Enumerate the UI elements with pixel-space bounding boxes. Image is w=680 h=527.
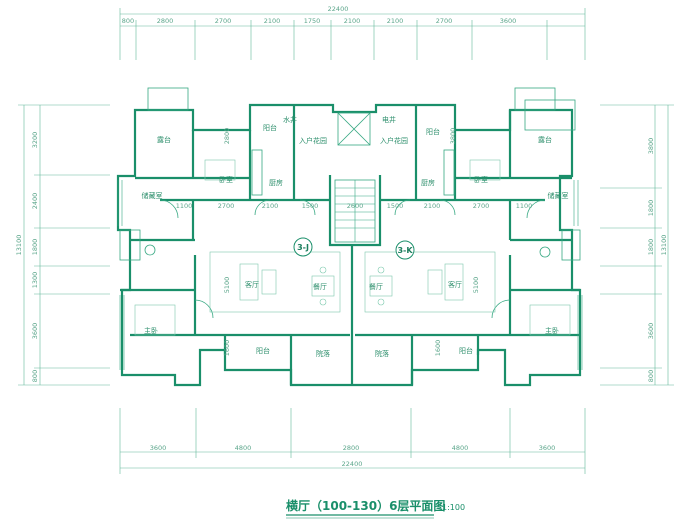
unit-tag-left: 3-J (297, 243, 309, 252)
room-label: 客厅 (448, 280, 462, 289)
room-label: 餐厅 (369, 282, 383, 291)
dim-label: 3600 (539, 444, 556, 452)
room-label: 院落 (375, 349, 389, 358)
dim-label: 1100 (516, 202, 533, 210)
scale-text: 1:100 (442, 503, 465, 512)
dim-label: 2700 (218, 202, 235, 210)
dim-label: 1500 (302, 202, 319, 210)
dim-label: 3600 (500, 17, 517, 25)
dim-label: 800 (647, 370, 655, 382)
top-total-dim: 22400 (328, 5, 349, 13)
dim-label: 1300 (31, 272, 39, 289)
dim-label: 2800 (223, 128, 231, 145)
room-label: 入户花园 (299, 136, 327, 145)
top-dimensions: 22400 800 2800 2700 2100 1750 2100 2100 … (119, 5, 586, 60)
drawing-title: 横厅（100-130）6层平面图 1:100 (286, 498, 465, 519)
dim-label: 2600 (347, 202, 364, 210)
dim-label: 5100 (223, 277, 231, 294)
inner-dimensions: 2800 1100 2700 2100 1500 1500 2100 2700 … (176, 128, 533, 357)
dim-label: 2100 (264, 17, 281, 25)
left-total-dim: 13100 (15, 235, 23, 256)
dim-label: 3600 (647, 323, 655, 340)
room-label: 露台 (538, 135, 552, 144)
dim-label: 2100 (262, 202, 279, 210)
room-label: 露台 (157, 135, 171, 144)
furniture (134, 159, 571, 336)
dim-label: 1100 (176, 202, 193, 210)
left-dimensions: 13100 3200 2400 1800 1300 3600 800 (15, 104, 110, 386)
walls (116, 103, 582, 387)
dim-label: 2100 (387, 17, 404, 25)
room-label: 厨房 (421, 178, 435, 187)
room-label: 阳台 (256, 346, 270, 355)
room-label: 储藏室 (142, 191, 163, 200)
dim-label: 1800 (647, 200, 655, 217)
dim-label: 2700 (436, 17, 453, 25)
dim-label: 1500 (387, 202, 404, 210)
room-label: 储藏室 (548, 191, 569, 200)
dim-label: 2100 (344, 17, 361, 25)
room-label: 水井 (283, 115, 297, 124)
unit-tag-right: 3-K (397, 246, 413, 255)
dim-label: 4800 (235, 444, 252, 452)
right-dimensions: 13100 3800 1800 1800 3600 800 (600, 104, 674, 386)
right-total-dim: 13100 (660, 235, 668, 256)
room-labels: 露台 露台 阳台 阳台 水井 电井 入户花园 入户花园 卧室 卧室 厨房 厨房 … (142, 115, 569, 358)
dim-label: 1750 (304, 17, 321, 25)
dim-label: 3600 (31, 323, 39, 340)
room-label: 主卧 (545, 326, 559, 335)
room-label: 院落 (316, 349, 330, 358)
dim-label: 3800 (647, 138, 655, 155)
room-label: 客厅 (245, 280, 259, 289)
dim-label: 800 (31, 370, 39, 382)
room-label: 卧室 (219, 175, 233, 184)
dim-label: 1800 (31, 239, 39, 256)
room-label: 阳台 (263, 123, 277, 132)
dim-label: 4800 (452, 444, 469, 452)
title-text: 横厅（100-130）6层平面图 (286, 498, 445, 513)
room-label: 电井 (382, 115, 396, 124)
room-label: 餐厅 (313, 282, 327, 291)
dim-label: 2800 (157, 17, 174, 25)
room-label: 厨房 (269, 178, 283, 187)
dim-label: 3200 (31, 132, 39, 149)
dim-label: 1600 (434, 340, 442, 357)
dim-label: 3600 (150, 444, 167, 452)
bottom-total-dim: 22400 (342, 460, 363, 468)
dim-label: 2100 (424, 202, 441, 210)
dim-label: 2700 (473, 202, 490, 210)
room-label: 主卧 (144, 326, 158, 335)
room-label: 入户花园 (380, 136, 408, 145)
room-label: 卧室 (474, 175, 488, 184)
dim-label: 800 (122, 17, 134, 25)
bottom-dimensions: 3600 4800 2800 4800 3600 22400 (119, 408, 586, 474)
dim-label: 5100 (472, 277, 480, 294)
fixtures (117, 87, 583, 370)
unit-tags: 3-J 3-K (293, 237, 415, 260)
dim-label: 2700 (215, 17, 232, 25)
dim-label: 3800 (449, 128, 457, 145)
dim-label: 1800 (647, 239, 655, 256)
dim-label: 2800 (343, 444, 360, 452)
dim-label: 2400 (31, 193, 39, 210)
room-label: 阳台 (426, 127, 440, 136)
dim-label: 1600 (223, 340, 231, 357)
room-label: 阳台 (459, 346, 473, 355)
